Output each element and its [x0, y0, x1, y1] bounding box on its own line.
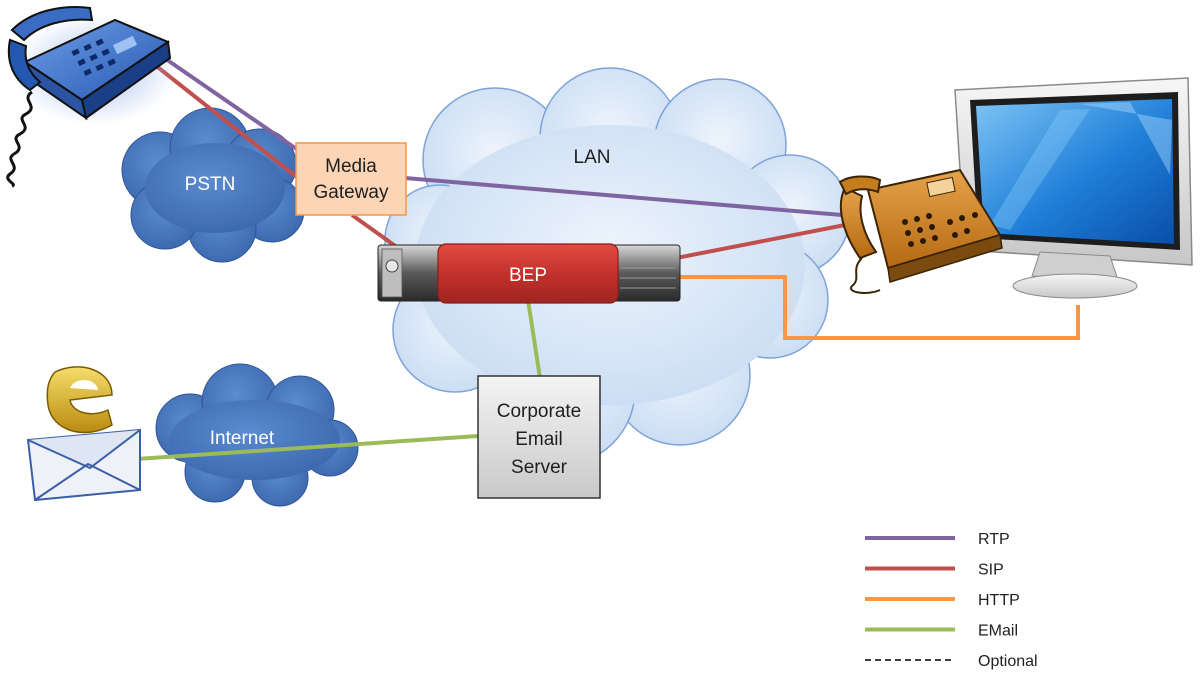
email-line-server-to-client — [91, 434, 479, 464]
email-server-label-2: Email — [515, 429, 563, 450]
bep-label: BEP — [509, 265, 547, 286]
legend-label-http: HTTP — [978, 592, 1020, 609]
ip-phone-icon — [838, 168, 1003, 294]
email-server-label-3: Server — [511, 457, 568, 478]
sip-line-phone-to-gateway — [153, 63, 300, 180]
legend-label-rtp: RTP — [978, 531, 1010, 548]
email-server-label-1: Corporate — [497, 401, 582, 422]
legend-label-sip: SIP — [978, 562, 1004, 579]
monitor-icon — [954, 77, 1193, 299]
rtp-line-phone-to-gateway — [158, 53, 300, 152]
internet-label: Internet — [210, 428, 275, 449]
http-line-bep-to-monitor — [615, 275, 1080, 340]
rtp-line-gateway-to-ipphone — [404, 176, 843, 217]
lan-label: LAN — [574, 147, 611, 168]
email-line-bep-to-server — [526, 299, 542, 379]
pstn-label: PSTN — [185, 174, 236, 195]
desk-phone-icon — [6, 6, 177, 188]
media-gateway-label-2: Gateway — [314, 182, 389, 203]
legend-label-optional: Optional — [978, 653, 1038, 670]
media-gateway-node: Media Gateway — [295, 142, 407, 216]
media-gateway-label-1: Media — [325, 156, 377, 177]
bep-node: BEP — [437, 243, 619, 304]
email-server-node: Corporate Email Server — [477, 375, 601, 499]
email-envelope-icon — [26, 366, 141, 502]
internet-cloud — [155, 363, 359, 507]
e-letter-icon — [46, 366, 113, 434]
legend-label-email: EMail — [978, 623, 1018, 640]
pstn-cloud — [121, 107, 305, 263]
